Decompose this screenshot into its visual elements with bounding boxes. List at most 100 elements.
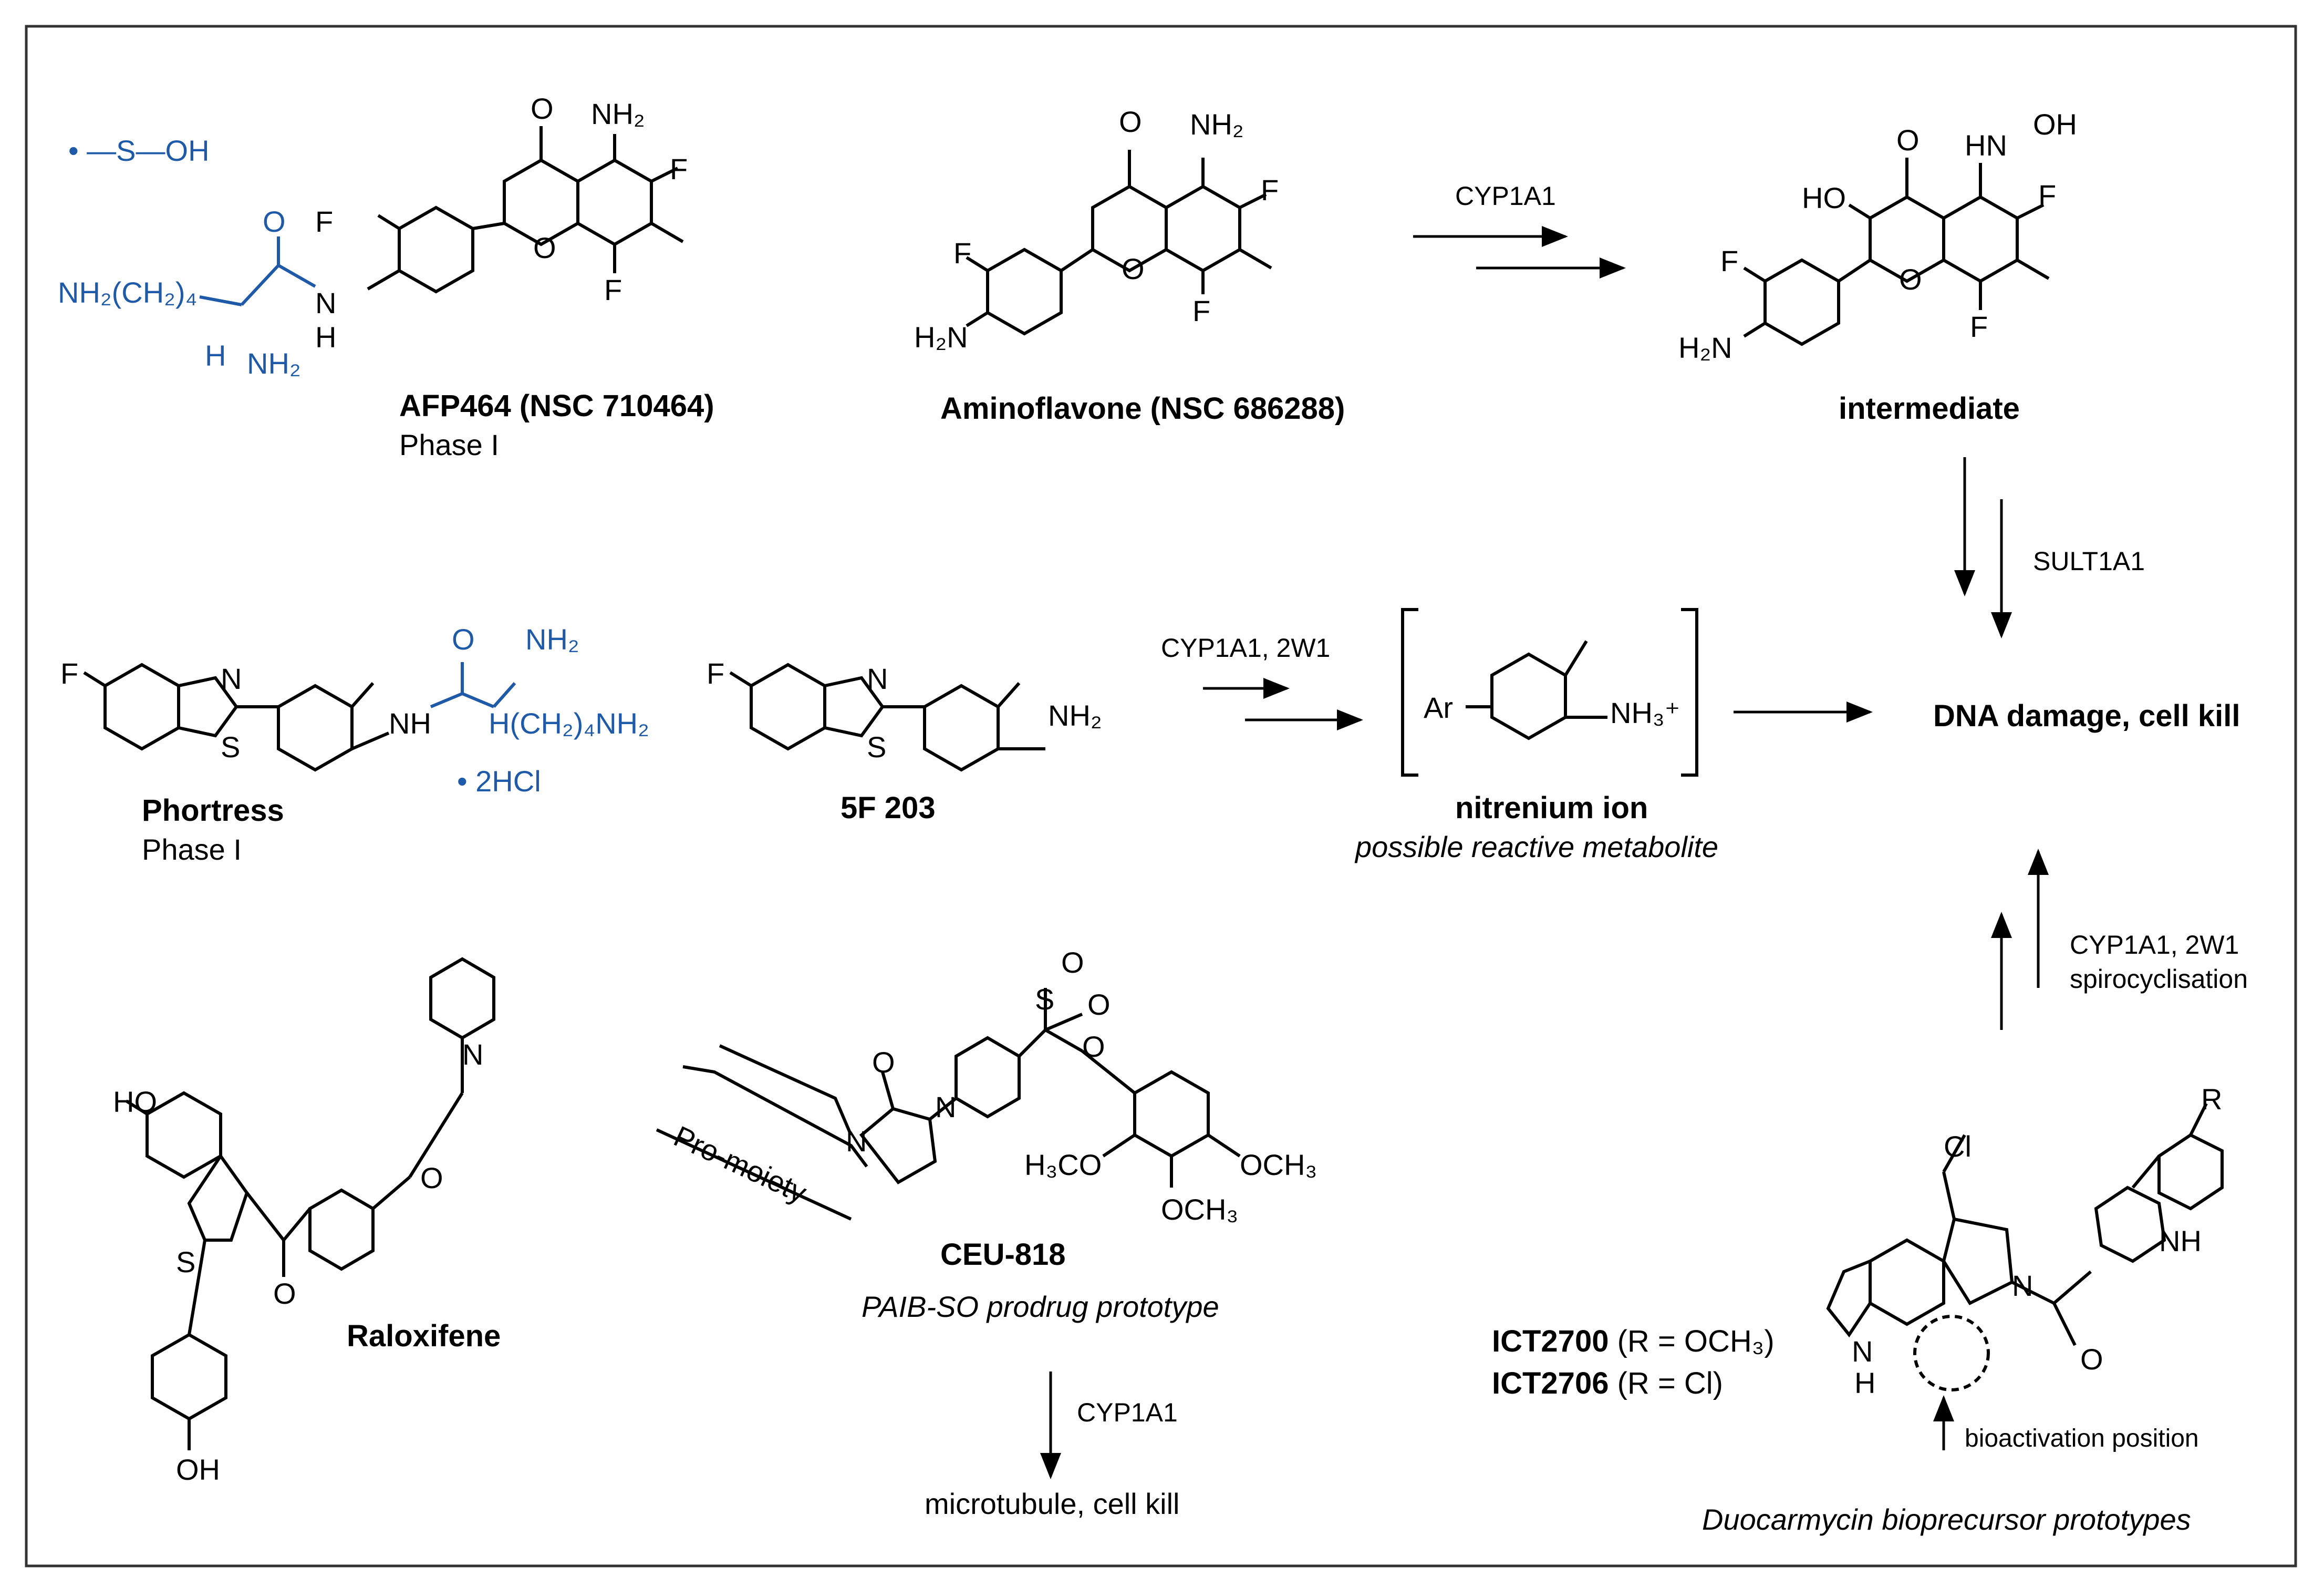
ceu818-n2: N — [935, 1090, 957, 1123]
ict2700-name: ICT2700 — [1492, 1324, 1609, 1358]
ict2706-name: ICT2706 — [1492, 1366, 1609, 1400]
phortress-n: N — [221, 662, 242, 695]
aminoflavone-fluoro-3: F — [953, 236, 972, 270]
ceu818-note: PAIB-SO prodrug prototype — [862, 1290, 1219, 1323]
raloxifene-carbonyl-o: O — [273, 1277, 296, 1310]
intermediate-structure — [1743, 158, 2050, 346]
duocarmycin-caption: Duocarmycin bioprecursor prototypes — [1702, 1503, 2191, 1536]
ceu818-ester-o: O — [1082, 1030, 1105, 1063]
afp464-amide-o: O — [263, 205, 286, 238]
phortress-nh2: NH₂ — [525, 623, 579, 656]
phortress-status: Phase I — [142, 833, 242, 866]
aminoflavone-fluoro-1: F — [1261, 173, 1279, 207]
duocarmycin-structure — [1826, 1102, 2224, 1450]
duocarmycin-cl: Cl — [1944, 1130, 1972, 1163]
raloxifene-s: S — [176, 1245, 196, 1278]
afp464-amide-nh: N — [315, 286, 337, 319]
phortress-nh: NH — [389, 707, 431, 740]
nitrenium-structure — [1401, 608, 1698, 777]
ict2706-r: (R = Cl) — [1617, 1366, 1723, 1400]
phortress-s: S — [221, 730, 241, 764]
arrow-label-cyp1a1-top: CYP1A1 — [1455, 181, 1556, 211]
aminoflavone-name: Aminoflavone (NSC 686288) — [940, 391, 1345, 426]
raloxifene-ether-o: O — [420, 1161, 443, 1194]
aminoflavone-h2n: H₂N — [914, 321, 968, 354]
outcome-dna-damage: DNA damage, cell kill — [1933, 699, 2240, 733]
arrow-label-spiro: spirocyclisation — [2070, 964, 2248, 994]
intermediate-fluoro-2: F — [1970, 310, 1988, 343]
duocarmycin-o: O — [2080, 1343, 2103, 1376]
arrow-label-cyp1a1-bottom: CYP1A1 — [1077, 1398, 1178, 1427]
intermediate-fluoro-3: F — [1720, 244, 1739, 277]
f203-nh2: NH₂ — [1048, 699, 1102, 732]
intermediate-name: intermediate — [1839, 391, 2020, 426]
duocarmycin-indole-h: H — [1854, 1366, 1876, 1399]
f203-structure — [729, 663, 1045, 772]
arrow-label-sult1a1: SULT1A1 — [2033, 546, 2145, 576]
nitrenium-name: nitrenium ion — [1455, 791, 1648, 825]
phortress-o: O — [452, 623, 475, 656]
afp464-lysine-nh2: NH₂ — [247, 347, 301, 380]
duocarmycin-r: R — [2201, 1082, 2223, 1116]
afp464-fluoro-3: F — [315, 205, 334, 238]
nitrenium-ar: Ar — [1424, 691, 1453, 724]
phortress-lysine — [430, 662, 516, 708]
afp464-status: Phase I — [399, 428, 499, 461]
ceu818-sulfonyl-s: S — [1035, 983, 1055, 1016]
afp464-carbonyl-o: O — [531, 92, 554, 125]
arrow-label-cyp-2w1-right: CYP1A1, 2W1 — [2070, 930, 2239, 960]
intermediate-ho: HO — [1802, 181, 1846, 214]
f203-name: 5F 203 — [841, 791, 936, 825]
afp464-sulfonic-acid: • —S—OH — [68, 134, 210, 167]
intermediate-fluoro-1: F — [2038, 179, 2057, 212]
phortress-name: Phortress — [142, 793, 284, 828]
ict2700-label: ICT2700 (R = OCH₃) — [1492, 1324, 1775, 1359]
phortress-2hcl: • 2HCl — [457, 765, 541, 798]
f203-s: S — [867, 730, 887, 764]
arrow-label-cyp-2w1-mid: CYP1A1, 2W1 — [1161, 633, 1331, 663]
intermediate-hn: HN — [1965, 129, 2007, 162]
ceu818-och3-right: OCH₃ — [1240, 1148, 1317, 1181]
intermediate-oh: OH — [2033, 108, 2077, 141]
frame-border — [25, 25, 2297, 1568]
ceu818-sulfonyl-o2: O — [1087, 988, 1111, 1021]
ceu818-urea-o: O — [872, 1046, 895, 1079]
afp464-fluoro-1: F — [670, 152, 688, 185]
afp464-lysine-chain: NH₂(CH₂)₄ — [58, 276, 198, 309]
ceu818-sulfonyl-o1: O — [1061, 946, 1084, 979]
afp464-amine: NH₂ — [591, 97, 645, 130]
aminoflavone-amine: NH₂ — [1190, 108, 1244, 141]
ict2700-r: (R = OCH₃) — [1617, 1324, 1775, 1358]
f203-n: N — [867, 662, 888, 695]
raloxifene-structure — [125, 957, 495, 1450]
nitrenium-note: possible reactive metabolite — [1355, 830, 1719, 863]
aminoflavone-structure — [966, 150, 1272, 336]
duocarmycin-nh: NH — [2159, 1224, 2202, 1257]
raloxifene-oh: OH — [176, 1453, 220, 1486]
duocarmycin-indole-n: N — [1852, 1335, 1873, 1368]
raloxifene-n: N — [462, 1038, 484, 1071]
ceu818-name: CEU-818 — [940, 1238, 1066, 1272]
aminoflavone-fluoro-2: F — [1192, 294, 1211, 327]
nitrenium-nh3plus: NH₃⁺ — [1610, 696, 1680, 729]
aminoflavone-ring-o: O — [1122, 252, 1145, 285]
duocarmycin-n: N — [2012, 1269, 2034, 1302]
bioactivation-label: bioactivation position — [1965, 1425, 2199, 1452]
phortress-fluoro: F — [60, 657, 79, 690]
intermediate-carbonyl-o: O — [1896, 123, 1920, 157]
intermediate-ring-o: O — [1899, 263, 1922, 296]
afp464-lysine-h: H — [205, 339, 226, 372]
afp464-name: AFP464 (NSC 710464) — [399, 389, 714, 423]
afp464-ring-o: O — [533, 231, 556, 264]
ceu818-n1: N — [846, 1125, 867, 1158]
raloxifene-name: Raloxifene — [347, 1319, 501, 1353]
afp464-structure — [367, 126, 684, 294]
reaction-arrows — [1040, 226, 2049, 1479]
outcome-microtubule: microtubule, cell kill — [925, 1487, 1180, 1520]
raloxifene-ho: HO — [113, 1085, 157, 1118]
aminoflavone-carbonyl-o: O — [1119, 105, 1142, 138]
afp464-fluoro-2: F — [604, 273, 622, 306]
f203-fluoro: F — [707, 657, 725, 690]
intermediate-h2n: H₂N — [1678, 331, 1732, 364]
